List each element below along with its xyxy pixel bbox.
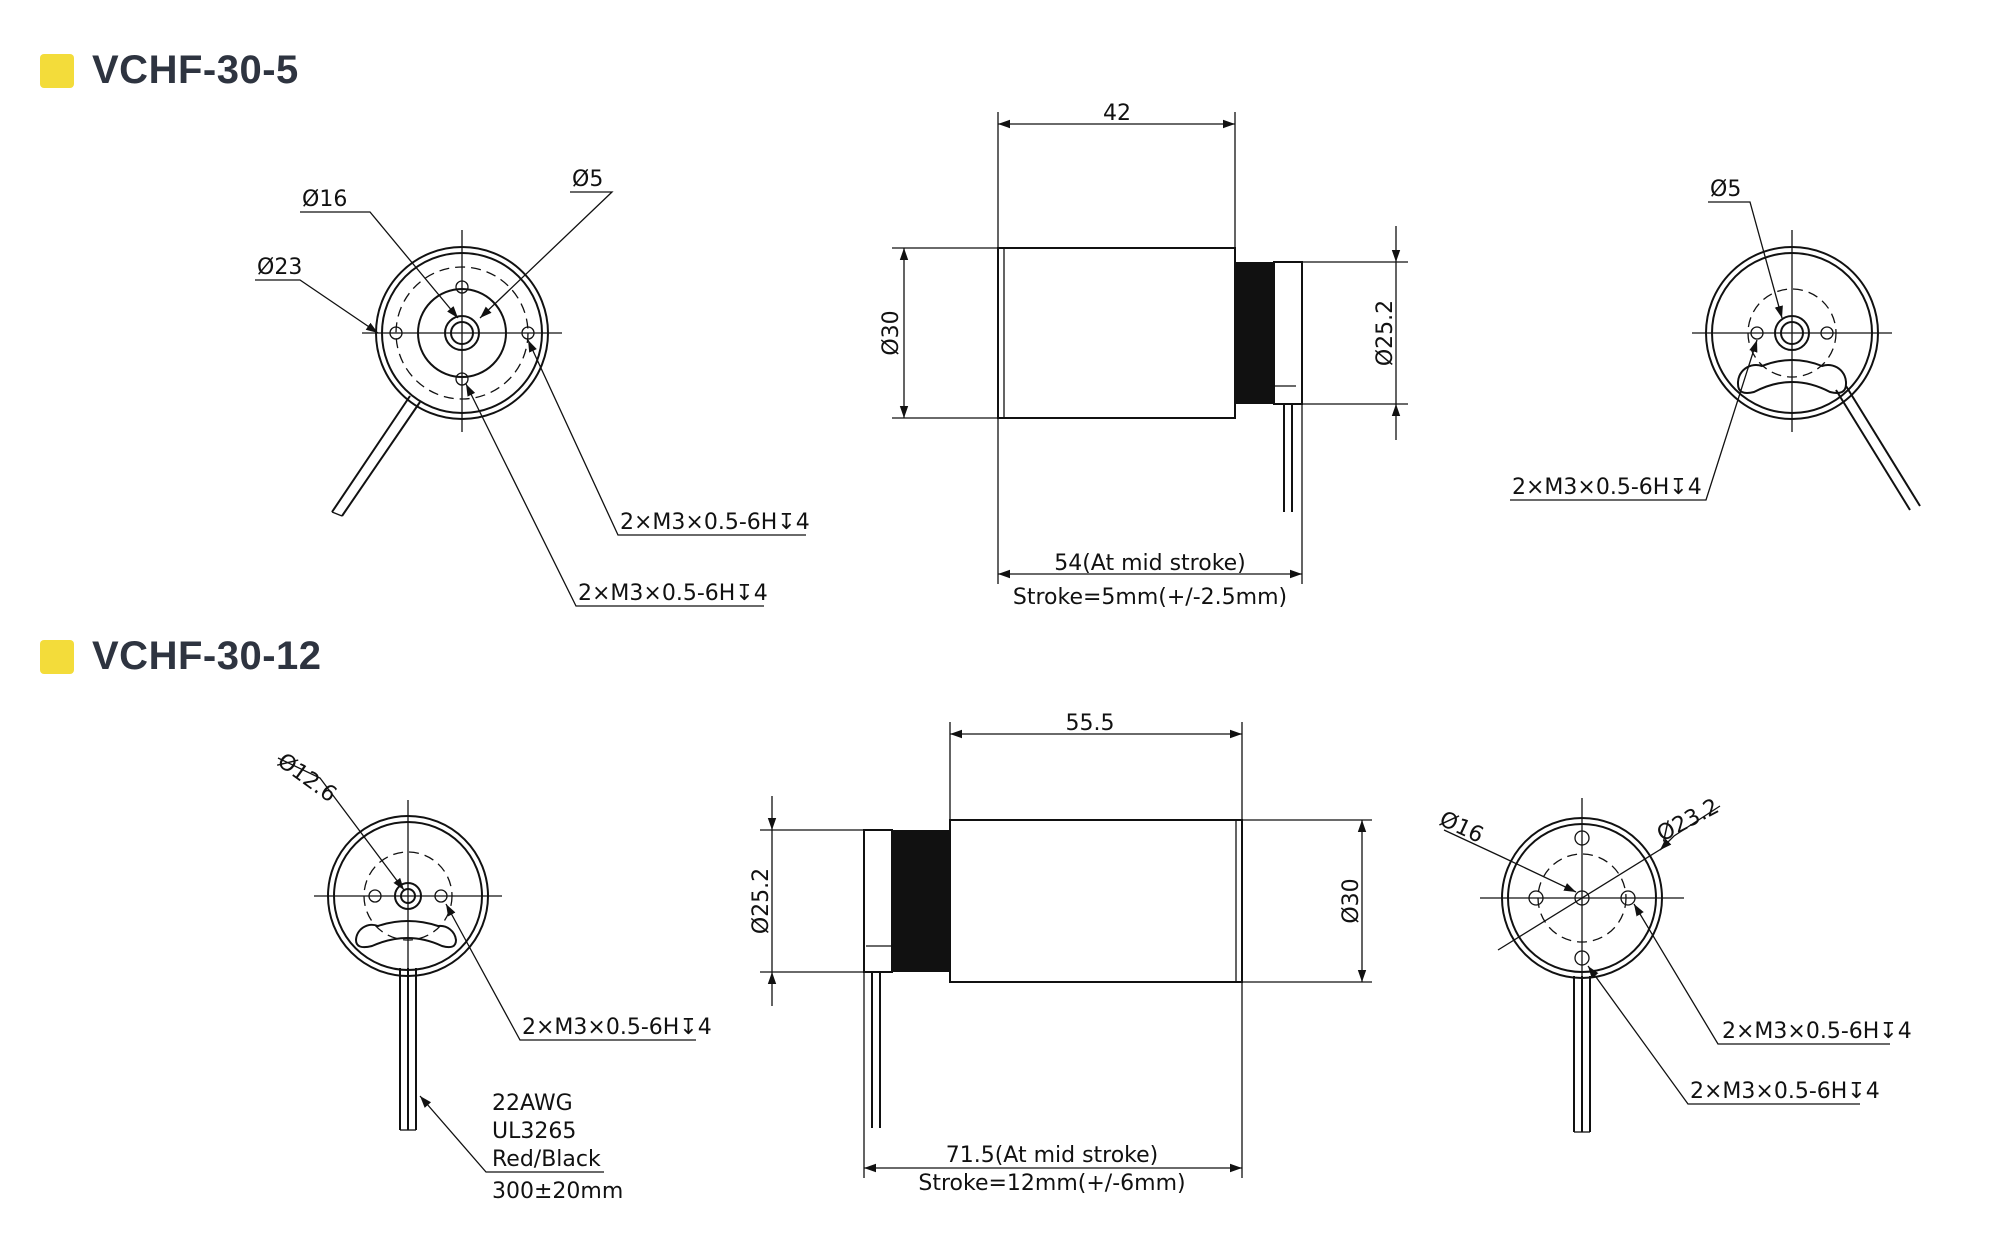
front-view-2 [277,757,696,1173]
coil-cap [863,829,893,973]
label-d-inner: Ø16 [1435,807,1487,849]
label-thread: 2×M3×0.5-6H↧4 [522,1015,712,1040]
wire-slot [354,920,458,949]
dim-diameter: Ø30 [879,310,904,355]
label-wire-gauge: 22AWG [492,1091,573,1116]
coil [892,830,950,972]
section-title-text: VCHF-30-12 [92,634,322,678]
front-view-1 [255,191,806,607]
yellow-square-icon [40,53,74,88]
label-d-shaft: Ø12.6 [272,749,340,808]
wire-slot [1736,359,1848,394]
section-title-vchf-30-12: VCHF-30-12 [40,634,322,679]
label-d-outer: Ø23 [257,255,302,280]
dim-diameter: Ø30 [1339,878,1364,923]
motor-body [997,247,1236,419]
dim-length: 42 [1103,101,1131,126]
back-view-1 [1510,201,1921,511]
label-thread-b: 2×M3×0.5-6H↧4 [578,581,768,606]
dim-coil-diameter: Ø25.2 [749,868,774,934]
label-thread-a: 2×M3×0.5-6H↧4 [620,510,810,535]
dim-stroke: Stroke=5mm(+/-2.5mm) [1013,585,1287,610]
motor-body [949,819,1243,983]
yellow-square-icon [40,639,74,674]
label-thread-b: 2×M3×0.5-6H↧4 [1690,1079,1880,1104]
coil-cap [1273,261,1303,405]
side-view-2 [760,722,1372,1178]
label-d-shaft: Ø5 [1710,177,1741,202]
dim-stroke: Stroke=12mm(+/-6mm) [918,1171,1185,1196]
dim-coil-diameter: Ø25.2 [1373,300,1398,366]
label-d-outer: Ø23.2 [1653,794,1723,847]
label-d-shaft: Ø5 [572,167,603,192]
label-thread: 2×M3×0.5-6H↧4 [1512,475,1702,500]
label-thread-a: 2×M3×0.5-6H↧4 [1722,1019,1912,1044]
dim-length: 55.5 [1066,711,1115,736]
label-d-inner: Ø16 [302,187,347,212]
label-wire-std: UL3265 [492,1119,576,1144]
label-wire-color: Red/Black [492,1147,601,1172]
dim-total: 71.5(At mid stroke) [946,1143,1159,1168]
section-title-text: VCHF-30-5 [92,48,299,92]
coil [1236,262,1274,404]
back-view-2 [1443,798,1890,1133]
side-view-1 [892,112,1408,584]
label-wire-length: 300±20mm [492,1179,623,1204]
dim-total: 54(At mid stroke) [1054,551,1246,576]
section-title-vchf-30-5: VCHF-30-5 [40,48,299,93]
